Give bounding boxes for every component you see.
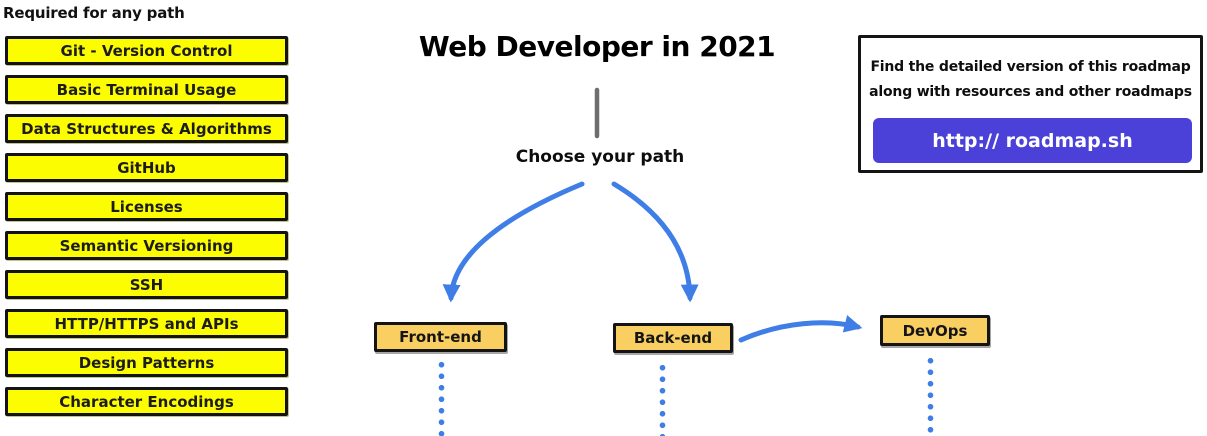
topic-node-licenses[interactable]: Licenses: [5, 192, 288, 221]
frontend-dotted-line: [438, 359, 445, 436]
roadmap-url-button[interactable]: http:// roadmap.sh: [873, 118, 1192, 163]
path-node-devops[interactable]: DevOps: [880, 315, 990, 346]
topic-node-http[interactable]: HTTP/HTTPS and APIs: [5, 309, 288, 338]
arrow-to-backend-icon: [611, 181, 699, 303]
arrow-to-frontend-icon: [442, 181, 585, 303]
topic-node-github[interactable]: GitHub: [5, 153, 288, 182]
backend-dotted-line: [659, 362, 666, 436]
topic-node-design-patterns[interactable]: Design Patterns: [5, 348, 288, 377]
devops-dotted-line: [927, 355, 934, 436]
info-text-line2: along with resources and other roadmaps: [869, 84, 1192, 100]
topic-node-terminal[interactable]: Basic Terminal Usage: [5, 75, 288, 104]
topic-node-encodings[interactable]: Character Encodings: [5, 387, 288, 416]
page-title: Web Developer in 2021: [418, 30, 776, 63]
topic-node-ssh[interactable]: SSH: [5, 270, 288, 299]
path-node-backend[interactable]: Back-end: [613, 323, 733, 353]
required-topics-list: Git - Version Control Basic Terminal Usa…: [5, 36, 288, 426]
choose-path-label: Choose your path: [515, 147, 685, 167]
arrow-backend-to-devops-icon: [738, 314, 863, 343]
topic-node-semver[interactable]: Semantic Versioning: [5, 231, 288, 260]
info-box: Find the detailed version of this roadma…: [858, 35, 1203, 173]
info-text-line1: Find the detailed version of this roadma…: [870, 59, 1191, 75]
sidebar-heading: Required for any path: [3, 4, 185, 22]
topic-node-git[interactable]: Git - Version Control: [5, 36, 288, 65]
topic-node-dsa[interactable]: Data Structures & Algorithms: [5, 114, 288, 143]
path-node-frontend[interactable]: Front-end: [374, 322, 507, 352]
